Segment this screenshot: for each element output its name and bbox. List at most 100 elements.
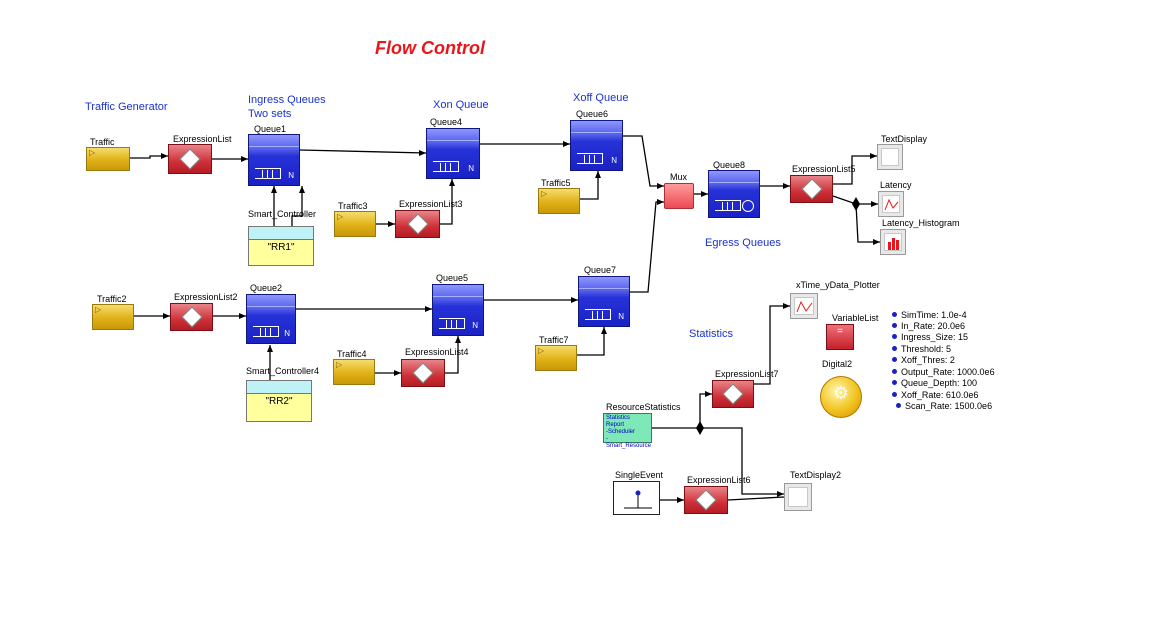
wire-res-expr6 [700, 427, 784, 495]
singleevent-block[interactable] [613, 481, 660, 515]
traffic3-block[interactable] [334, 211, 376, 237]
expressionlist4-block[interactable] [401, 359, 445, 387]
traffic4-label: Traffic4 [337, 349, 367, 359]
wire-ctrl-queue1-b [291, 186, 303, 226]
wire-branch-histogram [855, 203, 880, 243]
textdisplay-label: TextDisplay [881, 134, 928, 144]
parameter-item: Scan_Rate: 1500.0e6 [896, 401, 992, 412]
controller-mode-text: "RR2" [265, 396, 293, 407]
traffic2-label: Traffic2 [97, 294, 127, 304]
queue4-block[interactable]: N [426, 128, 480, 179]
queue7-label: Queue7 [584, 265, 617, 275]
parameter-item: Threshold: 5 [892, 344, 951, 355]
latency-label: Latency [880, 180, 912, 190]
parameter-item: In_Rate: 20.0e6 [892, 321, 965, 332]
queue8-label: Queue8 [713, 160, 746, 170]
queue1-label: Queue1 [254, 124, 287, 134]
traffic5-block[interactable] [538, 188, 580, 214]
expressionlist4-label: ExpressionList4 [405, 347, 469, 357]
wire-expr4-queue5 [445, 336, 459, 374]
resourcestatistics-label: ResourceStatistics [606, 402, 681, 412]
histogram-bars-icon [888, 238, 899, 250]
queue-buffer-icon [585, 309, 611, 320]
queue1-block[interactable]: N [248, 134, 300, 186]
digital2-block[interactable] [820, 376, 862, 418]
queue5-label: Queue5 [436, 273, 469, 283]
wire-queue1-queue4 [299, 149, 427, 154]
section-traffic-generator: Traffic Generator [85, 101, 168, 113]
section-ingress-queues: Ingress Queues [248, 94, 326, 106]
queue-buffer-icon [439, 318, 465, 329]
expressionlist5-label: ExpressionList5 [792, 164, 856, 174]
parameter-item: Output_Rate: 1000.0e6 [892, 367, 995, 378]
wire-traffic5-queue6 [580, 171, 599, 200]
traffic2-block[interactable] [92, 304, 134, 330]
traffic5-label: Traffic5 [541, 178, 571, 188]
textdisplay2-label: TextDisplay2 [790, 470, 842, 480]
impulse-icon [624, 490, 652, 509]
traffic7-block[interactable] [535, 345, 577, 371]
wire-expr3-queue4 [440, 179, 453, 225]
resourcestatistics-block[interactable]: Statistics Report -Scheduler -Smart_Reso… [603, 413, 652, 449]
textdisplay2-block[interactable] [784, 483, 812, 511]
latency-plot-icon [884, 198, 899, 211]
queue-buffer-icon [715, 200, 741, 211]
diagram-title: Flow Control [375, 38, 485, 58]
plotter-line-icon [796, 300, 813, 313]
mux-label: Mux [670, 172, 688, 182]
expressionlist3-block[interactable] [395, 210, 440, 238]
wire-expr7-plotter [754, 305, 790, 385]
plotter-label: xTime_yData_Plotter [796, 280, 880, 290]
traffic4-block[interactable] [333, 359, 375, 385]
server-circle-icon [742, 200, 754, 212]
queue-n-label: N [472, 321, 478, 330]
variablelist-label: VariableList [832, 313, 879, 323]
plotter-block[interactable] [790, 293, 818, 319]
queue7-block[interactable]: N [578, 276, 630, 327]
expressionlist6-label: ExpressionList6 [687, 475, 751, 485]
smart-controller-block[interactable]: "RR1" [248, 226, 314, 266]
wire-traffic7-queue7 [577, 327, 605, 356]
res-line-report: Statistics Report [606, 415, 631, 428]
mux-block[interactable] [664, 183, 694, 209]
latency-block[interactable] [878, 191, 904, 217]
queue-n-label: N [611, 156, 617, 165]
section-xoff-queue: Xoff Queue [573, 92, 629, 104]
smart-controller-label: Smart_Controller [248, 209, 317, 219]
traffic-block[interactable] [86, 147, 130, 171]
queue-n-label: N [284, 329, 290, 338]
latency-histogram-block[interactable] [880, 229, 906, 255]
latency-histogram-label: Latency_Histogram [882, 218, 960, 228]
expressionlist5-block[interactable] [790, 175, 833, 203]
expressionlist-label: ExpressionList [173, 134, 232, 144]
expressionlist2-block[interactable] [170, 303, 213, 331]
section-egress-queues: Egress Queues [705, 237, 781, 249]
queue-n-label: N [618, 312, 624, 321]
wire-queue6-mux [623, 135, 664, 187]
digital2-label: Digital2 [822, 359, 853, 369]
traffic-label: Traffic [90, 137, 115, 147]
queue-n-label: N [468, 164, 474, 173]
expressionlist-block[interactable] [168, 144, 212, 174]
queue5-block[interactable]: N [432, 284, 484, 336]
queue-buffer-icon [577, 153, 603, 164]
queue8-block[interactable] [708, 170, 760, 218]
wire-expr6-textdisplay2 [727, 496, 785, 501]
parameter-item: Xoff_Rate: 610.0e6 [892, 390, 978, 401]
traffic3-label: Traffic3 [338, 201, 368, 211]
queue2-block[interactable]: N [246, 294, 296, 344]
textdisplay-block[interactable] [877, 144, 903, 170]
queue6-label: Queue6 [576, 109, 609, 119]
smart-controller4-block[interactable]: "RR2" [246, 380, 312, 422]
parameter-item: Xoff_Thres: 2 [892, 355, 955, 366]
queue-n-label: N [288, 171, 294, 180]
expressionlist7-block[interactable] [712, 380, 754, 408]
wire-queue7-mux [630, 201, 664, 293]
variablelist-block[interactable] [826, 324, 854, 350]
controller-mode-text: "RR1" [267, 242, 295, 253]
section-two-sets: Two sets [248, 108, 292, 120]
traffic7-label: Traffic7 [539, 335, 569, 345]
expressionlist6-block[interactable] [684, 486, 728, 514]
queue6-block[interactable]: N [570, 120, 623, 171]
